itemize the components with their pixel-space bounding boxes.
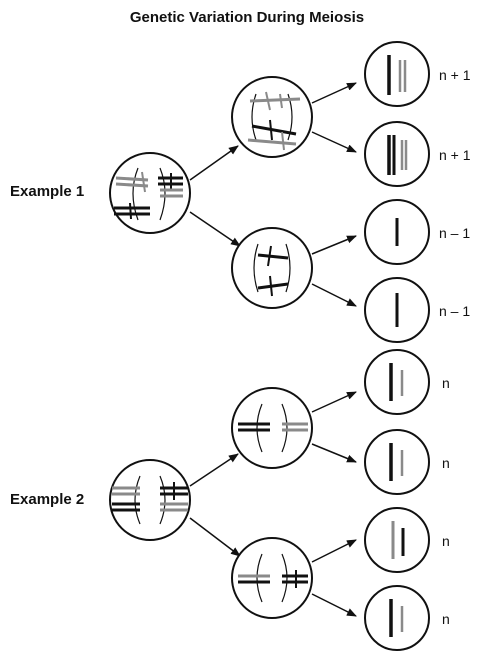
- example2-arrow-gamete-1: [311, 391, 357, 413]
- example1-arrow-gamete-4: [311, 283, 357, 307]
- example2-gamete-4: [364, 585, 430, 651]
- example2-parent-cell: [109, 459, 191, 541]
- example2-arrow-gamete-3: [311, 539, 357, 563]
- example1-gamete-2: [364, 121, 430, 187]
- example2-arrow-gamete-2: [311, 443, 357, 463]
- example2-gamete-3-ploidy: n: [442, 533, 450, 549]
- example1-arrow-gamete-2: [311, 131, 357, 153]
- example1-arrow-gamete-1: [311, 82, 357, 104]
- example1-arrow-to-lower-daughter: [189, 211, 241, 247]
- example2-gamete-2-ploidy: n: [442, 455, 450, 471]
- example2-gamete-1: [364, 349, 430, 415]
- example2-gamete-1-ploidy: n: [442, 375, 450, 391]
- example2-arrow-to-upper-daughter: [189, 453, 239, 487]
- example1-arrow-to-upper-daughter: [189, 145, 239, 181]
- example-2-label: Example 2: [10, 491, 85, 508]
- diagram-title: Genetic Variation During Meiosis: [129, 9, 365, 26]
- example1-lower-daughter-cell: [231, 227, 313, 309]
- example1-gamete-1-ploidy: n + 1: [439, 67, 471, 83]
- example2-arrow-to-lower-daughter: [189, 517, 241, 557]
- example1-gamete-1: [364, 41, 430, 107]
- example2-arrow-gamete-4: [311, 593, 357, 617]
- example2-gamete-4-ploidy: n: [442, 611, 450, 627]
- example2-gamete-3: [364, 507, 430, 573]
- example1-gamete-4-ploidy: n – 1: [439, 303, 471, 319]
- example1-gamete-3: [364, 199, 430, 265]
- example1-gamete-4: [364, 277, 430, 343]
- example2-lower-daughter-cell: [231, 537, 313, 619]
- example1-upper-daughter-cell: [231, 76, 313, 158]
- example2-gamete-2: [364, 429, 430, 495]
- example1-gamete-3-ploidy: n – 1: [439, 225, 471, 241]
- example1-parent-cell: [109, 152, 191, 234]
- example1-gamete-2-ploidy: n + 1: [439, 147, 471, 163]
- example1-arrow-gamete-3: [311, 235, 357, 255]
- example2-upper-daughter-cell: [231, 387, 313, 469]
- example-1-label: Example 1: [10, 183, 85, 200]
